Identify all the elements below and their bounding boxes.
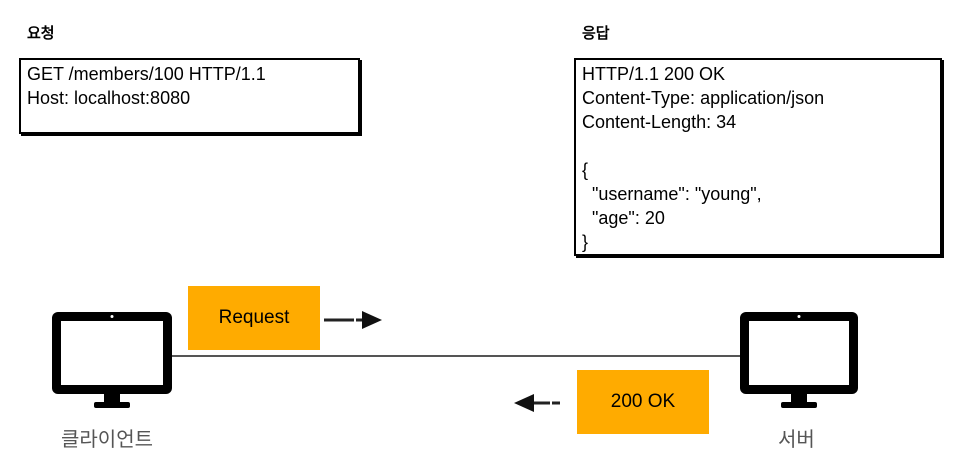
request-line: GET /members/100 HTTP/1.1	[27, 64, 266, 84]
request-message-box: GET /members/100 HTTP/1.1 Host: localhos…	[19, 58, 360, 134]
request-line: Host: localhost:8080	[27, 88, 191, 108]
client-monitor-icon	[52, 312, 172, 408]
response-tag: 200 OK	[577, 370, 709, 434]
request-tag: Request	[188, 286, 320, 350]
response-arrow	[514, 394, 560, 412]
response-title: 응답	[582, 24, 610, 42]
response-line: }	[582, 232, 589, 252]
server-monitor-icon	[740, 312, 858, 408]
response-line: {	[582, 160, 589, 180]
response-line: HTTP/1.1 200 OK	[582, 64, 726, 84]
response-message-box: HTTP/1.1 200 OK Content-Type: applicatio…	[574, 58, 942, 256]
request-title: 요청	[27, 24, 55, 42]
response-line: "username": "young",	[582, 184, 762, 204]
request-arrow	[324, 311, 382, 329]
server-label: 서버	[778, 427, 815, 451]
response-line	[582, 134, 934, 158]
response-line: Content-Type: application/json	[582, 88, 825, 108]
response-line: Content-Length: 34	[582, 112, 737, 132]
client-label: 클라이언트	[61, 427, 153, 451]
response-line: "age": 20	[582, 208, 665, 228]
